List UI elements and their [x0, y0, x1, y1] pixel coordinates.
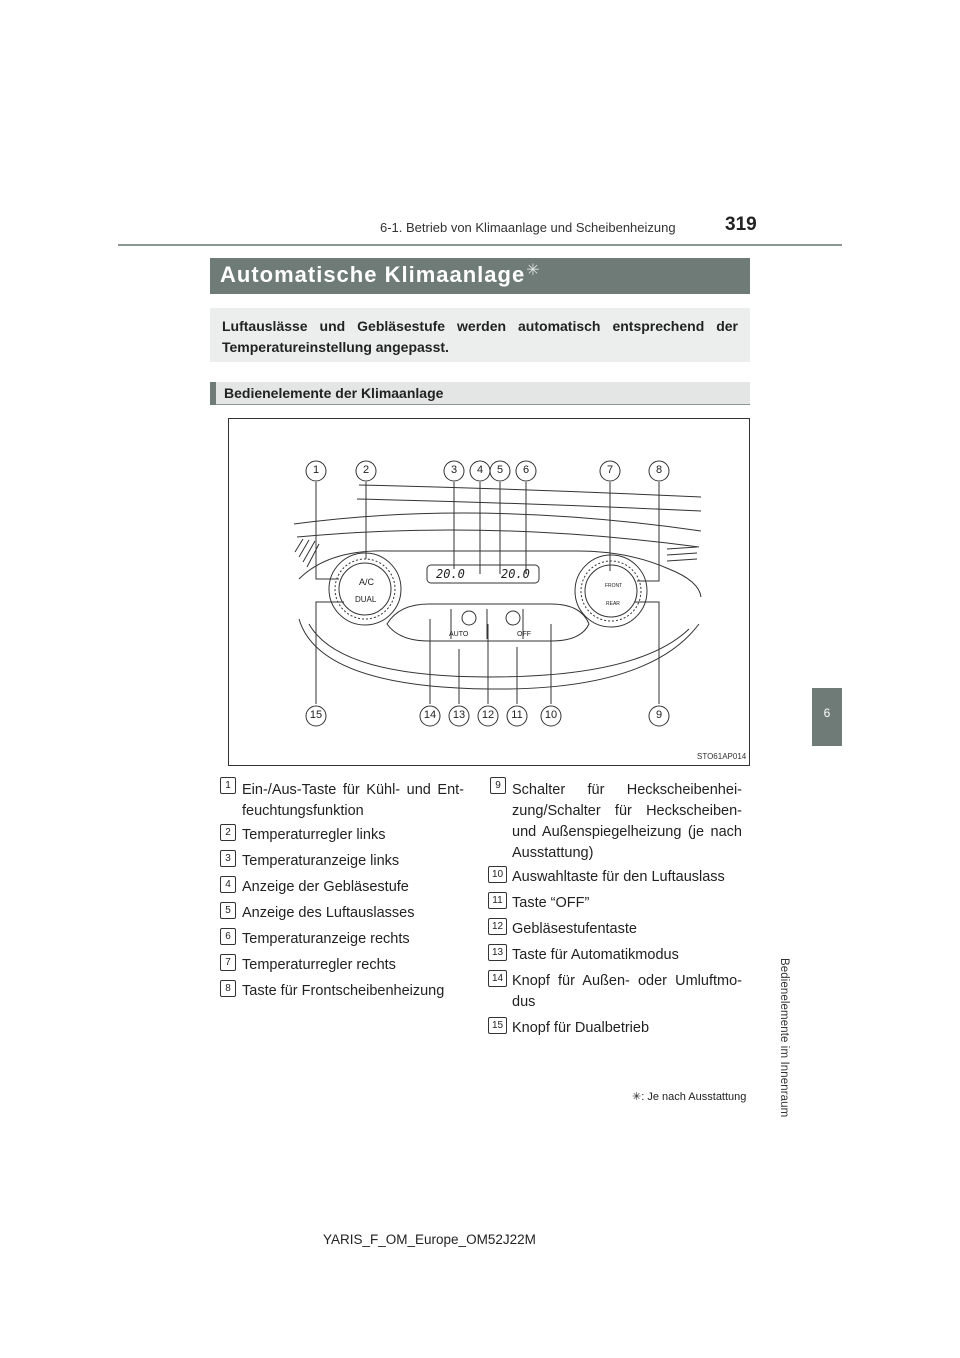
callout-12: 12	[481, 709, 495, 721]
optional-star-icon: ✳	[526, 262, 541, 279]
ac-button-label: A/C	[359, 577, 375, 587]
item-number-10: 10	[488, 866, 507, 883]
intro-box: Luftauslässe und Gebläsestufe werden aut…	[210, 308, 750, 362]
item-number-1: 1	[220, 777, 236, 794]
callout-10: 10	[544, 709, 558, 721]
header-rule	[118, 244, 842, 246]
footnote: ✳: Je nach Ausstattung	[632, 1090, 746, 1103]
callout-14: 14	[423, 709, 437, 721]
section-title-text: Automatische Klimaanlage	[220, 262, 526, 287]
callout-8: 8	[655, 464, 663, 476]
item-number-3: 3	[220, 850, 236, 867]
item-text-3: Temperaturanzeige links	[242, 853, 400, 869]
item-number-12: 12	[488, 918, 507, 935]
footnote-text: : Je nach Ausstattung	[641, 1091, 747, 1103]
subheading-bar: Bedienelemente der Klimaanlage	[210, 382, 750, 405]
footnote-star-icon: ✳	[632, 1091, 642, 1103]
climate-panel-illustration	[293, 460, 702, 727]
front-button-label: FRONT	[605, 583, 623, 589]
callout-9: 9	[655, 709, 663, 721]
item-text-9: Schalter für Heckscheibenhei-zung/Schalt…	[512, 782, 742, 861]
item-text-4: Anzeige der Gebläsestufe	[242, 879, 409, 895]
callout-11: 11	[511, 709, 523, 721]
callout-4: 4	[476, 464, 484, 476]
subheading: Bedienelemente der Klimaanlage	[224, 385, 444, 401]
callout-15: 15	[309, 709, 323, 721]
item-text-10: Auswahltaste für den Luftauslass	[512, 869, 725, 885]
item-text-13: Taste für Automatikmodus	[512, 947, 679, 963]
callout-1: 1	[312, 464, 320, 476]
item-text-15: Knopf für Dualbetrieb	[512, 1020, 650, 1036]
item-number-4: 4	[220, 876, 236, 893]
item-number-9: 9	[490, 777, 506, 794]
subheading-marker	[210, 382, 216, 405]
display-temp-left: 20.0	[436, 567, 465, 581]
callout-6: 6	[522, 464, 530, 476]
item-text-12: Gebläsestufentaste	[512, 921, 637, 937]
section-title-bar: Automatische Klimaanlage✳	[210, 258, 750, 294]
climate-control-figure: 20.0 20.0 A/C DUAL AUTO OFF FRONT REAR 1…	[228, 418, 750, 766]
item-text-7: Temperaturregler rechts	[242, 957, 396, 973]
item-text-1: Ein-/Aus-Taste für Kühl- und Ent-feuchtu…	[242, 782, 464, 819]
item-text-8: Taste für Frontscheibenheizung	[242, 983, 445, 999]
callout-13: 13	[452, 709, 466, 721]
dual-button-label: DUAL	[355, 595, 377, 604]
callout-5: 5	[496, 464, 504, 476]
rear-button-label: REAR	[606, 601, 620, 607]
item-text-14: Knopf für Außen- oder Umluftmo-dus	[512, 973, 742, 1010]
item-number-6: 6	[220, 928, 236, 945]
item-number-13: 13	[488, 944, 507, 961]
item-text-6: Temperaturanzeige rechts	[242, 931, 410, 947]
item-number-14: 14	[488, 970, 507, 987]
section-title: Automatische Klimaanlage✳	[220, 262, 541, 288]
callout-7: 7	[606, 464, 614, 476]
item-number-15: 15	[488, 1017, 507, 1034]
intro-text: Luftauslässe und Gebläsestufe werden aut…	[222, 318, 738, 355]
figure-code: STO61AP014	[697, 752, 747, 761]
item-text-2: Temperaturregler links	[242, 827, 386, 843]
chapter-label: Bedienelemente im Innenraum	[778, 958, 790, 1118]
callout-2: 2	[362, 464, 370, 476]
running-header: 6-1. Betrieb von Klimaanlage und Scheibe…	[380, 220, 676, 235]
item-text-11: Taste “OFF”	[512, 895, 590, 911]
off-button-label: OFF	[517, 631, 531, 638]
auto-button-label: AUTO	[449, 631, 469, 638]
page-number: 319	[725, 214, 757, 235]
callout-3: 3	[450, 464, 458, 476]
item-number-8: 8	[220, 980, 236, 997]
item-text-5: Anzeige des Luftauslasses	[242, 905, 415, 921]
item-number-7: 7	[220, 954, 236, 971]
item-number-11: 11	[488, 892, 507, 909]
document-code-footer: YARIS_F_OM_Europe_OM52J22M	[323, 1232, 536, 1247]
item-number-5: 5	[220, 902, 236, 919]
chapter-tab: 6	[812, 688, 842, 746]
item-number-2: 2	[220, 824, 236, 841]
display-temp-right: 20.0	[501, 567, 530, 581]
